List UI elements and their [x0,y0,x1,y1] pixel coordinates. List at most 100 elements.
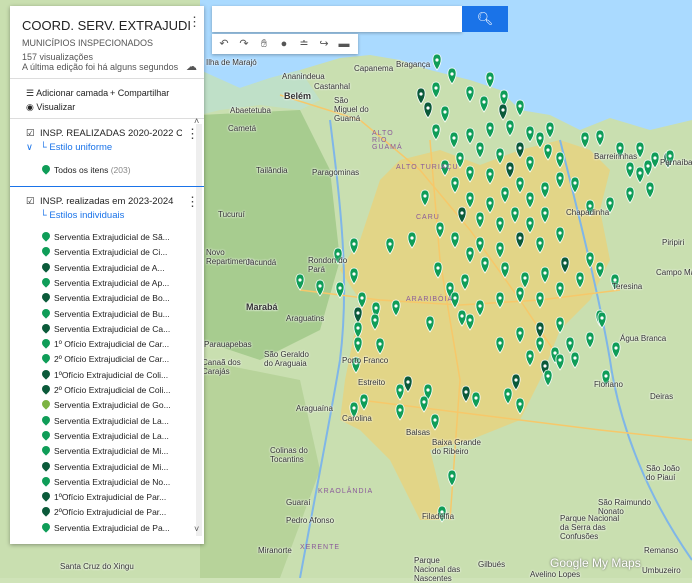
layer-item[interactable]: 1º Ofício Extrajudicial de Car... [40,337,169,349]
layer-item[interactable]: 1ºOfício Extrajudicial de Par... [40,490,166,502]
layer-item[interactable]: Serventia Extrajudicial de Sã... [40,230,170,242]
share-button[interactable]: + Compartilhar [110,88,169,98]
map-marker[interactable] [570,351,580,369]
map-marker[interactable] [525,155,535,173]
map-marker[interactable] [495,336,505,354]
map-marker[interactable] [475,141,485,159]
map-marker[interactable] [403,375,413,393]
map-marker[interactable] [370,313,380,331]
map-marker[interactable] [419,395,429,413]
scroll-down-icon[interactable]: ˅ [194,524,200,534]
map-marker[interactable] [515,397,525,415]
map-marker[interactable] [495,216,505,234]
map-marker[interactable] [385,237,395,255]
map-marker[interactable] [395,383,405,401]
map-marker[interactable] [465,191,475,209]
map-marker[interactable] [375,337,385,355]
map-marker[interactable] [460,273,470,291]
map-marker[interactable] [635,141,645,159]
map-marker[interactable] [535,131,545,149]
map-marker[interactable] [555,171,565,189]
map-marker[interactable] [480,256,490,274]
layer-checkbox[interactable]: ☑ [26,128,35,139]
map-marker[interactable] [359,393,369,411]
map-marker[interactable] [430,413,440,431]
map-marker[interactable] [535,236,545,254]
map-marker[interactable] [601,369,611,387]
map-marker[interactable] [450,291,460,309]
map-marker[interactable] [545,121,555,139]
map-marker[interactable] [431,81,441,99]
layer-item[interactable]: Serventia Extrajudicial de Bu... [40,306,170,319]
map-marker[interactable] [349,401,359,419]
map-marker[interactable] [515,326,525,344]
directions-icon[interactable]: ↪ [319,38,329,50]
map-options-icon[interactable]: ⋮ [188,14,201,29]
map-marker[interactable] [520,271,530,289]
map-marker[interactable] [597,311,607,329]
map-marker[interactable] [500,186,510,204]
layer-item[interactable]: Serventia Extrajudicial de No... [40,475,170,487]
map-marker[interactable] [525,216,535,234]
map-marker[interactable] [425,315,435,333]
map-marker[interactable] [349,237,359,255]
map-marker[interactable] [353,321,363,339]
map-marker[interactable] [465,313,475,331]
layer-name[interactable]: INSP. REALIZADAS 2020-2022 CO... [40,128,182,139]
layer-item[interactable]: Serventia Extrajudicial de Go... [40,398,171,410]
layer-item[interactable]: Serventia Extrajudicial de A... [40,260,165,273]
map-marker[interactable] [455,151,465,169]
layer-options-icon[interactable]: ⋮ [186,126,199,141]
map-marker[interactable] [447,67,457,85]
search-input[interactable] [212,6,462,32]
map-marker[interactable] [461,385,471,403]
layer-checkbox[interactable]: ☑ [26,196,35,207]
map-marker[interactable] [625,161,635,179]
layer-item[interactable]: 2º Ofício Extrajudicial de Car... [40,352,169,364]
map-marker[interactable] [395,403,405,421]
map-marker[interactable] [615,141,625,159]
layer-item[interactable]: Serventia Extrajudicial de Ci... [40,245,167,257]
map-marker[interactable] [555,281,565,299]
map-marker[interactable] [465,246,475,264]
map-marker[interactable] [503,387,513,405]
search-button[interactable]: 🔍︎ [462,6,508,32]
map-marker[interactable] [407,231,417,249]
map-marker[interactable] [357,291,367,309]
layer-options-icon[interactable]: ⋮ [186,194,199,209]
map-marker[interactable] [471,391,481,409]
map-marker[interactable] [450,176,460,194]
map-marker[interactable] [665,149,675,167]
map-marker[interactable] [580,131,590,149]
layer-style-button[interactable]: └ Estilo uniforme [40,142,112,153]
redo-icon[interactable]: ↷ [239,38,249,50]
map-marker[interactable] [515,286,525,304]
map-marker[interactable] [495,291,505,309]
map-marker[interactable] [555,353,565,371]
map-marker[interactable] [485,196,495,214]
map-marker[interactable] [505,119,515,137]
layer-item[interactable]: Serventia Extrajudicial de Ca... [40,322,170,334]
map-marker[interactable] [585,331,595,349]
map-marker[interactable] [431,123,441,141]
map-marker[interactable] [450,231,460,249]
map-marker[interactable] [447,469,457,487]
map-marker[interactable] [475,211,485,229]
map-marker[interactable] [585,199,595,217]
map-marker[interactable] [525,125,535,143]
map-marker[interactable] [575,271,585,289]
map-marker[interactable] [495,241,505,259]
map-marker[interactable] [353,336,363,354]
map-marker[interactable] [511,373,521,391]
map-marker[interactable] [333,247,343,265]
map-marker[interactable] [349,267,359,285]
map-marker[interactable] [315,279,325,297]
map-marker[interactable] [525,349,535,367]
ruler-icon[interactable]: ▬ [338,38,350,50]
map-marker[interactable] [625,186,635,204]
layer-item[interactable]: 2ºOfício Extrajudicial de Par... [40,505,166,517]
map-marker[interactable] [449,131,459,149]
map-marker[interactable] [540,206,550,224]
map-marker[interactable] [515,141,525,159]
layer-item[interactable]: Serventia Extrajudicial de La... [40,429,169,441]
